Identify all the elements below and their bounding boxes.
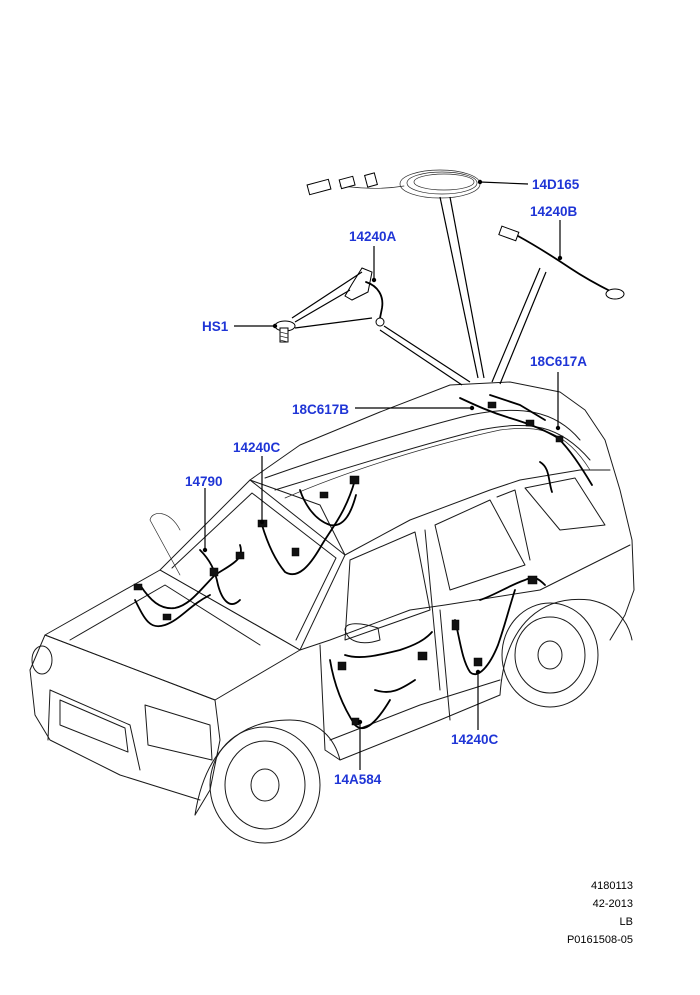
leader-lines (202, 179, 563, 770)
callout-18C617B: 18C617B (292, 402, 350, 417)
reference-line-2: 42-2013 (592, 898, 633, 910)
part-14240A-bracket (344, 267, 385, 327)
callout-14A584: 14A584 (334, 772, 382, 787)
connectors (133, 401, 564, 726)
callout-18C617A: 18C617A (530, 354, 588, 369)
callout-14240A: 14240A (349, 229, 397, 244)
callout-14790: 14790 (185, 474, 223, 489)
reference-line-3: LB (619, 916, 633, 928)
part-HS1-screw (274, 320, 296, 343)
callout-14240C-bottom: 14240C (451, 732, 499, 747)
part-14D165-harness (306, 169, 481, 199)
part-14240B-cable (498, 225, 625, 300)
vehicle-outline (29, 381, 635, 844)
callout-14240B: 14240B (530, 204, 578, 219)
reference-line-4: P0161508-05 (566, 934, 633, 946)
reference-line-1: 4180113 (590, 880, 633, 892)
callout-14D165: 14D165 (532, 177, 580, 192)
callout-HS1: HS1 (202, 319, 229, 334)
harness-wires (134, 394, 593, 730)
callout-14240C-top: 14240C (233, 440, 281, 455)
